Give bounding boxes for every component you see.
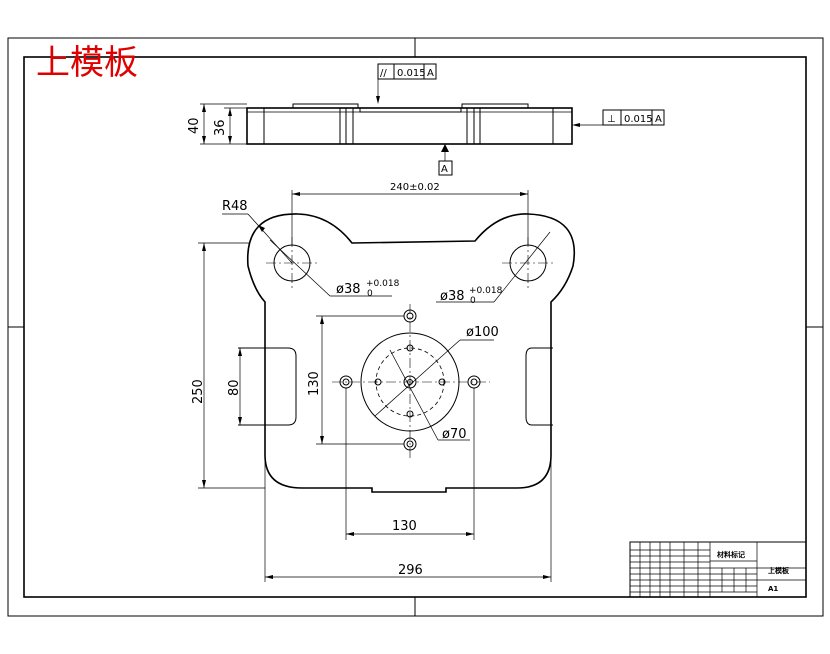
perpendicularity-symbol: ⊥ [607, 114, 616, 125]
datum-label: A [441, 164, 448, 175]
perpendicularity-datum: A [655, 114, 662, 125]
dim-thickness-inner: 36 [213, 119, 228, 136]
slot-right [525, 347, 553, 426]
dim-inner-circle: ø70 [442, 427, 467, 442]
dim-thickness-overall: 40 [187, 117, 202, 134]
title-block-part-name: 上模板 [768, 566, 790, 575]
parallelism-frame: // 0.015 A [376, 63, 437, 104]
side-view-outline [246, 107, 573, 145]
parallelism-value: 0.015 [397, 68, 426, 79]
plan-view: 240±0.02 R48 ø38 +0.018 0 ø38 +0.018 0 ø… [191, 182, 575, 582]
dim-pitch-circle: ø100 [466, 325, 499, 340]
dim-radius: R48 [222, 199, 248, 214]
parallelism-symbol: // [380, 68, 387, 79]
dim-bore-right-tol-upper: +0.018 [469, 286, 503, 296]
dim-bore-right-tol-lower: 0 [470, 296, 476, 306]
dim-width-overall: 296 [398, 563, 423, 578]
dim-hole-vertical-spacing: 130 [307, 371, 322, 396]
perpendicularity-value: 0.015 [624, 114, 653, 125]
slot-left [238, 347, 297, 426]
dim-bore-left-tol-upper: +0.018 [366, 279, 400, 289]
drawing-title: 上模板 [36, 43, 138, 83]
parallelism-datum: A [427, 68, 434, 79]
dim-hole-horizontal-spacing: 130 [392, 519, 417, 534]
datum-marker: A [438, 144, 453, 176]
dim-bore-left: ø38 [336, 282, 361, 297]
dim-height-overall: 250 [191, 379, 206, 404]
plate-outline [246, 213, 575, 493]
dim-bore-left-tol-lower: 0 [367, 289, 373, 299]
perpendicularity-frame: ⊥ 0.015 A [572, 109, 665, 127]
dim-bore-right: ø38 [440, 289, 465, 304]
inner-border [23, 56, 807, 598]
title-block: 材料标记 上模板 A1 [629, 541, 807, 598]
dim-guide-spacing: 240±0.02 [390, 182, 440, 193]
dim-slot-height: 80 [227, 379, 242, 396]
title-block-material-mark: 材料标记 [716, 550, 745, 559]
side-view: 40 36 // 0.015 A ⊥ 0.015 A [187, 63, 665, 176]
title-block-sheet-size: A1 [768, 585, 778, 593]
